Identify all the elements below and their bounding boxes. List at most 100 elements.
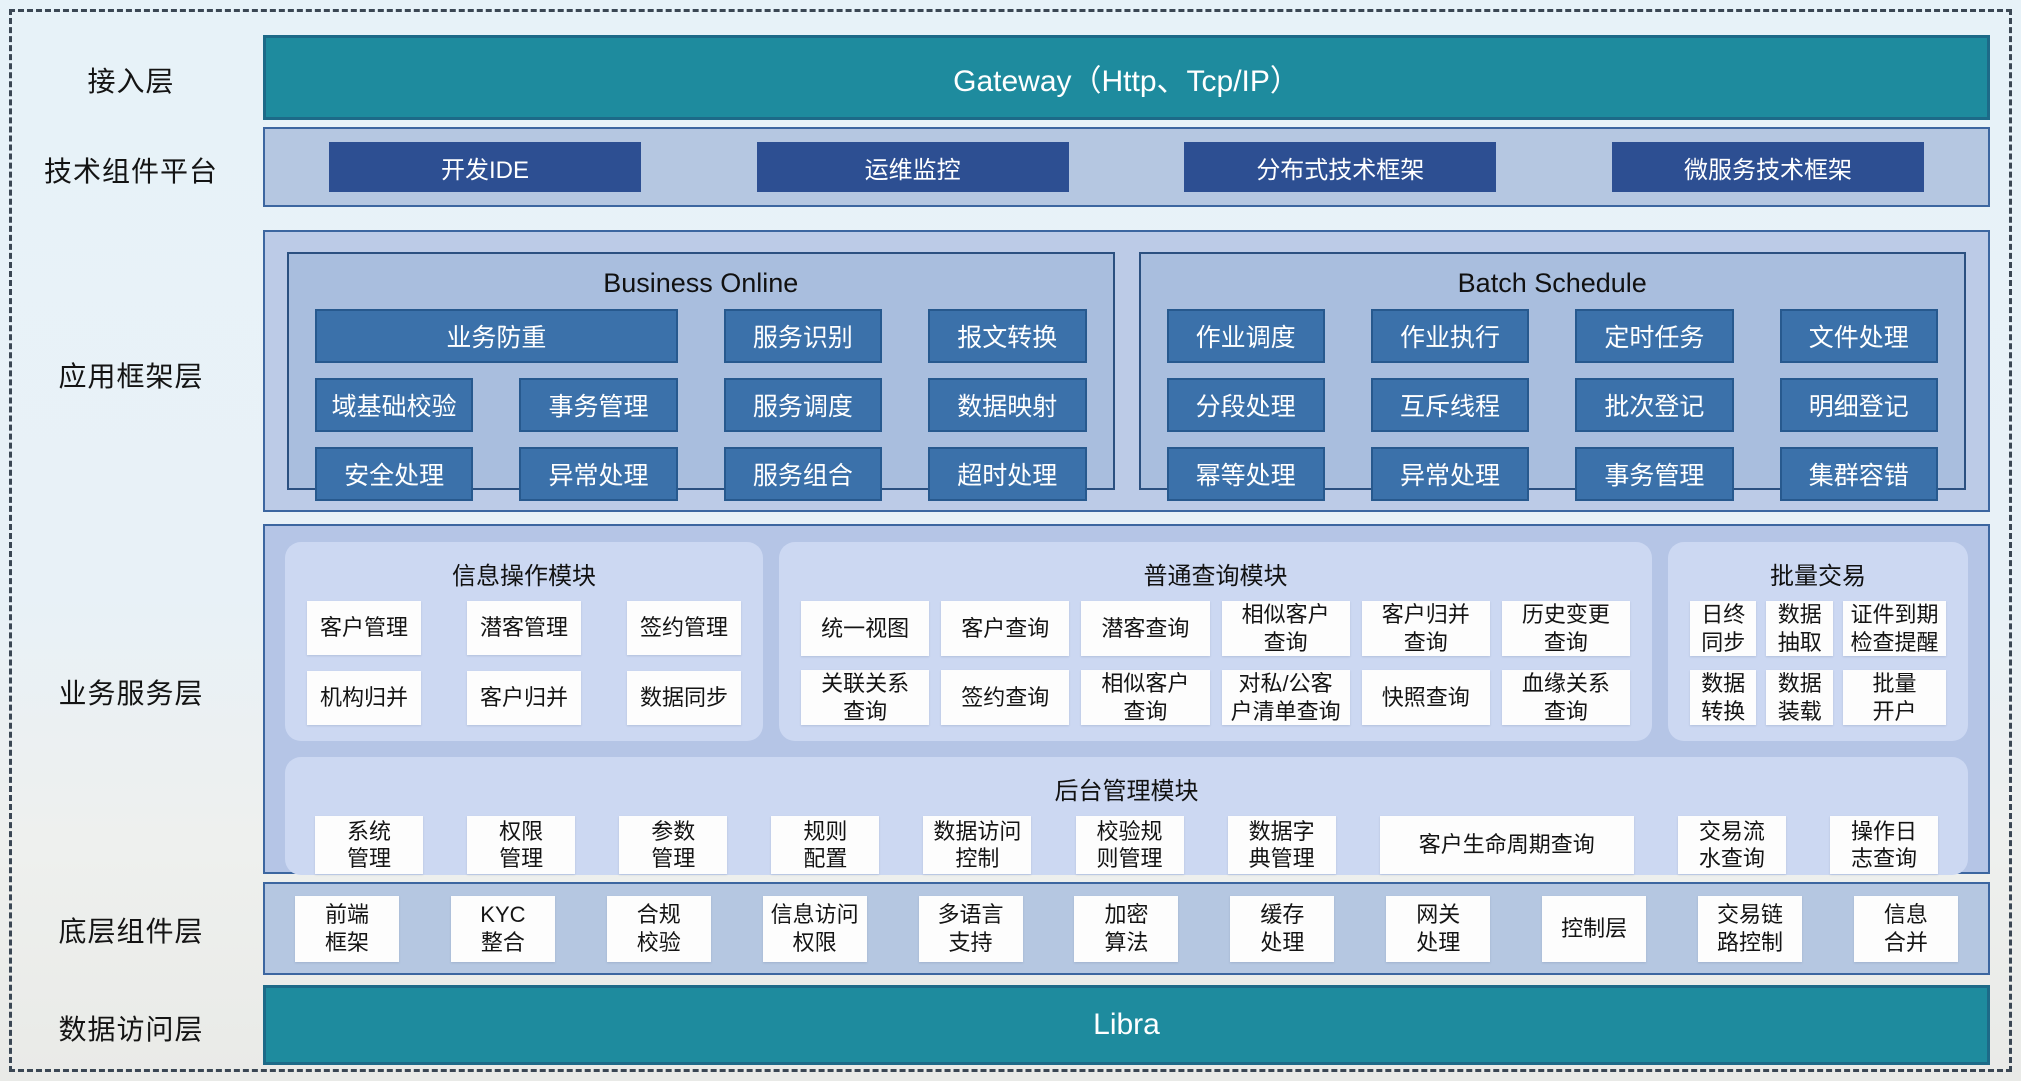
batch-schedule-button: 集群容错	[1779, 447, 1938, 501]
batch-trade-panel: 批量交易 日终 同步 数据 抽取 证件到期 检查提醒 数据 转换 数据 装载 批…	[1668, 542, 1968, 741]
query-module-button: 潜客查询	[1081, 601, 1210, 656]
admin-module-button: 操作日 志查询	[1829, 816, 1938, 874]
query-module-button: 客户查询	[941, 601, 1070, 656]
layer-label-tech: 技术组件平台	[43, 156, 218, 187]
query-module-button: 客户归并 查询	[1361, 601, 1490, 656]
base-component-button: 缓存 处理	[1230, 895, 1335, 962]
admin-module-button: 规则 配置	[771, 816, 880, 874]
admin-module-button: 权限 管理	[467, 816, 576, 874]
batch-schedule-button: 批次登记	[1575, 378, 1734, 432]
batch-schedule-grid: 作业调度 作业执行 定时任务 文件处理 分段处理 互斥线程 批次登记 明细登记 …	[1166, 309, 1938, 501]
batch-schedule-button: 作业执行	[1370, 309, 1530, 363]
info-module-grid: 客户管理 潜客管理 签约管理 机构归并 客户归并 数据同步	[307, 601, 741, 725]
info-module-button: 客户归并	[467, 671, 581, 725]
gateway-bar-label: Gateway（Http、Tcp/IP）	[953, 64, 1300, 98]
base-component-button: KYC 整合	[450, 895, 555, 962]
base-component-button: 交易链 路控制	[1698, 895, 1803, 962]
business-online-grid: 业务防重 服务识别 报文转换 域基础校验 事务管理 服务调度 数据映射 安全处理…	[315, 309, 1087, 501]
query-module-button: 关联关系 查询	[801, 670, 930, 725]
admin-module-row: 系统 管理 权限 管理 参数 管理 规则 配置 数据访问 控制 校验规 则管理 …	[307, 816, 1946, 874]
batch-schedule-button: 分段处理	[1166, 378, 1325, 432]
admin-module-button: 系统 管理	[315, 816, 423, 874]
query-module-button: 血缘关系 查询	[1501, 670, 1630, 725]
business-online-button: 服务组合	[723, 447, 883, 501]
batch-schedule-button: 异常处理	[1370, 447, 1530, 501]
base-components-panel: 前端 框架 KYC 整合 合规 校验 信息访问 权限 多语言 支持 加密 算法 …	[263, 882, 1990, 975]
business-online-button: 业务防重	[315, 309, 678, 363]
batch-schedule-button: 明细登记	[1779, 378, 1938, 432]
layer-label-data-access: 数据访问层	[58, 1014, 204, 1045]
base-component-button: 前端 框架	[295, 895, 399, 962]
admin-module-button: 交易流 水查询	[1677, 816, 1786, 874]
admin-module-button: 校验规 则管理	[1075, 816, 1184, 874]
business-online-button: 事务管理	[519, 378, 678, 432]
batch-trade-button: 证件到期 检查提醒	[1842, 601, 1946, 656]
admin-module-button: 客户生命周期查询	[1379, 816, 1634, 874]
business-online-button: 服务识别	[723, 309, 883, 363]
info-module-button: 客户管理	[307, 601, 421, 655]
info-module-title: 信息操作模块	[452, 563, 596, 590]
batch-trade-title: 批量交易	[1770, 563, 1866, 590]
base-component-button: 多语言 支持	[918, 895, 1023, 962]
info-module-button: 潜客管理	[467, 601, 581, 655]
admin-module-button: 数据字 典管理	[1227, 816, 1336, 874]
business-online-button: 数据映射	[928, 378, 1087, 432]
business-online-button: 域基础校验	[315, 378, 474, 432]
base-component-button: 加密 算法	[1074, 895, 1179, 962]
business-online-button: 报文转换	[928, 309, 1087, 363]
layer-label-framework: 应用框架层	[58, 361, 204, 392]
info-module-panel: 信息操作模块 客户管理 潜客管理 签约管理 机构归并 客户归并 数据同步	[285, 542, 763, 741]
info-module-button: 数据同步	[627, 671, 741, 725]
batch-trade-button: 数据 装载	[1766, 670, 1833, 725]
libra-bar: Libra	[263, 985, 1990, 1065]
query-module-button: 快照查询	[1361, 670, 1490, 725]
query-module-button: 统一视图	[801, 601, 930, 656]
business-online-button: 异常处理	[519, 447, 678, 501]
query-module-button: 历史变更 查询	[1501, 601, 1630, 656]
batch-trade-button: 批量 开户	[1842, 670, 1946, 725]
business-online-button: 服务调度	[723, 378, 883, 432]
batch-trade-button: 数据 抽取	[1766, 601, 1833, 656]
business-online-title: Business Online	[603, 268, 799, 298]
admin-module-button: 参数 管理	[619, 816, 728, 874]
admin-module-button: 数据访问 控制	[923, 816, 1032, 874]
tech-button: 运维监控	[756, 142, 1069, 192]
batch-schedule-button: 事务管理	[1575, 447, 1734, 501]
base-component-button: 合规 校验	[606, 895, 711, 962]
query-module-button: 相似客户 查询	[1221, 601, 1350, 656]
batch-schedule-button: 互斥线程	[1370, 378, 1530, 432]
base-component-button: 信息访问 权限	[762, 895, 867, 962]
framework-panel: Business Online 业务防重 服务识别 报文转换 域基础校验 事务管…	[263, 230, 1990, 512]
query-module-button: 对私/公客 户清单查询	[1221, 670, 1350, 725]
tech-button: 开发IDE	[329, 142, 641, 192]
query-module-button: 相似客户 查询	[1081, 670, 1210, 725]
query-module-panel: 普通查询模块 统一视图 客户查询 潜客查询 相似客户 查询 客户归并 查询 历史…	[779, 542, 1652, 741]
service-panel: 信息操作模块 客户管理 潜客管理 签约管理 机构归并 客户归并 数据同步 普通查…	[263, 524, 1990, 875]
base-component-button: 信息 合并	[1853, 895, 1958, 962]
info-module-button: 签约管理	[627, 601, 741, 655]
query-module-button: 签约查询	[941, 670, 1070, 725]
admin-module-title: 后台管理模块	[1054, 778, 1199, 805]
base-component-button: 控制层	[1542, 895, 1647, 962]
tech-button: 分布式技术框架	[1184, 142, 1497, 192]
batch-schedule-button: 文件处理	[1779, 309, 1938, 363]
batch-schedule-button: 幂等处理	[1166, 447, 1325, 501]
info-module-button: 机构归并	[307, 671, 421, 725]
batch-schedule-panel: Batch Schedule 作业调度 作业执行 定时任务 文件处理 分段处理 …	[1138, 252, 1966, 501]
base-component-button: 网关 处理	[1386, 895, 1491, 962]
batch-schedule-title: Batch Schedule	[1457, 268, 1647, 298]
batch-schedule-button: 作业调度	[1166, 309, 1325, 363]
admin-module-panel: 后台管理模块 系统 管理 权限 管理 参数 管理 规则 配置 数据访问 控制 校…	[285, 757, 1968, 875]
libra-bar-label: Libra	[1093, 1008, 1160, 1041]
tech-platform-panel: 开发IDE 运维监控 分布式技术框架 微服务技术框架	[263, 127, 1990, 207]
batch-schedule-button: 定时任务	[1575, 309, 1734, 363]
batch-trade-button: 数据 转换	[1690, 670, 1757, 725]
layer-label-access: 接入层	[87, 66, 175, 97]
business-online-button: 安全处理	[315, 447, 474, 501]
service-top-row: 信息操作模块 客户管理 潜客管理 签约管理 机构归并 客户归并 数据同步 普通查…	[285, 542, 1968, 741]
batch-trade-button: 日终 同步	[1690, 601, 1757, 656]
batch-trade-grid: 日终 同步 数据 抽取 证件到期 检查提醒 数据 转换 数据 装载 批量 开户	[1690, 601, 1946, 725]
tech-button: 微服务技术框架	[1611, 142, 1924, 192]
gateway-bar: Gateway（Http、Tcp/IP）	[263, 35, 1990, 120]
